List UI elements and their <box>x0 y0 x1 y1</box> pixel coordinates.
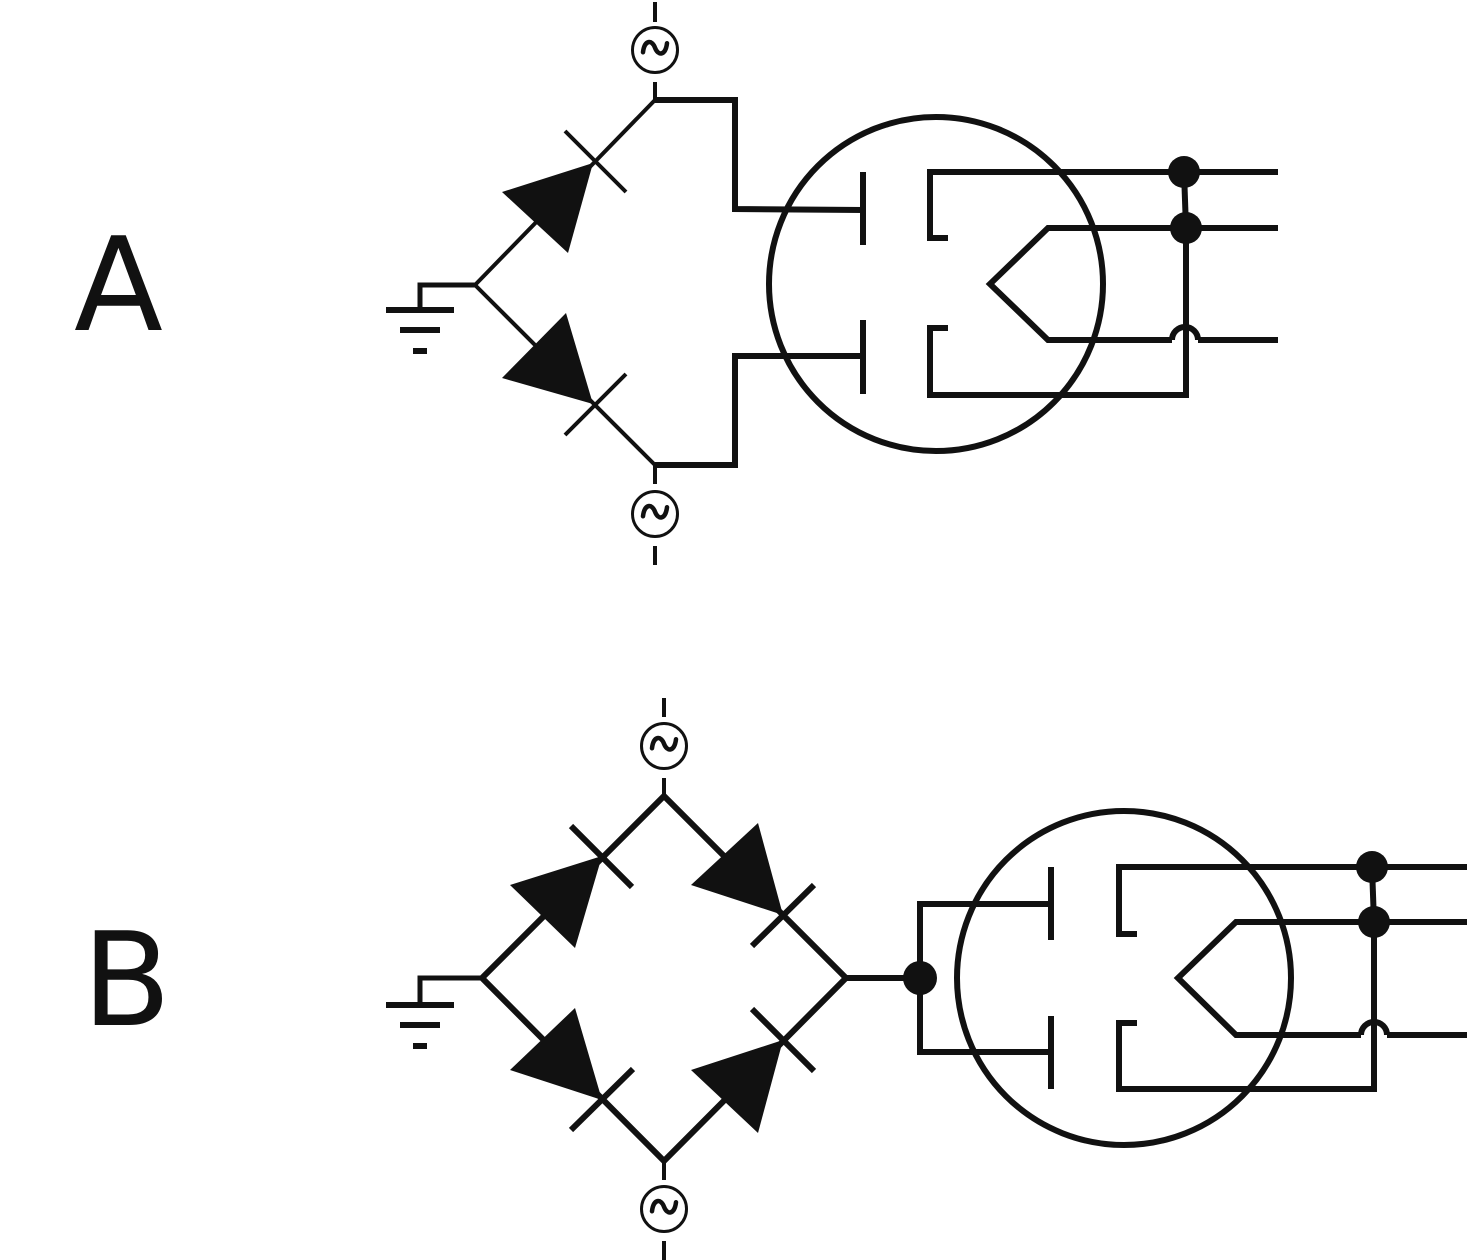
diode-icon <box>510 1008 636 1133</box>
diode-icon <box>691 1006 817 1133</box>
junction-dot <box>1170 212 1202 244</box>
cell-chamber <box>954 808 1294 1148</box>
diode-icon <box>691 823 817 949</box>
ac-source-icon <box>642 698 687 796</box>
connection-wires <box>846 901 1051 1055</box>
panel-b-circuit <box>386 698 1467 1260</box>
junction-dot <box>1356 851 1388 883</box>
electrode-plates-icon <box>860 169 1278 398</box>
connection-wires <box>655 97 864 468</box>
ac-source-icon <box>642 1161 687 1260</box>
thermocouple-icon <box>1173 866 1467 1038</box>
junction-dot <box>903 961 937 995</box>
diode-icon <box>510 823 635 948</box>
cell-chamber <box>766 114 1106 454</box>
diode-icon <box>502 313 628 437</box>
panel-label-a: A <box>74 209 163 361</box>
panel-a-circuit <box>386 2 1278 565</box>
panel-label-b: B <box>82 904 172 1056</box>
ac-source-icon <box>633 465 678 565</box>
ground-icon <box>386 282 475 354</box>
electrode-plates-icon <box>1048 864 1467 1092</box>
ground-icon <box>386 975 482 1049</box>
thermocouple-icon <box>985 171 1278 343</box>
junction-dot <box>1168 156 1200 188</box>
junction-dot <box>1358 906 1390 938</box>
diode-icon <box>502 129 628 253</box>
bridge-wires <box>477 791 851 1166</box>
ac-source-icon <box>633 2 678 100</box>
